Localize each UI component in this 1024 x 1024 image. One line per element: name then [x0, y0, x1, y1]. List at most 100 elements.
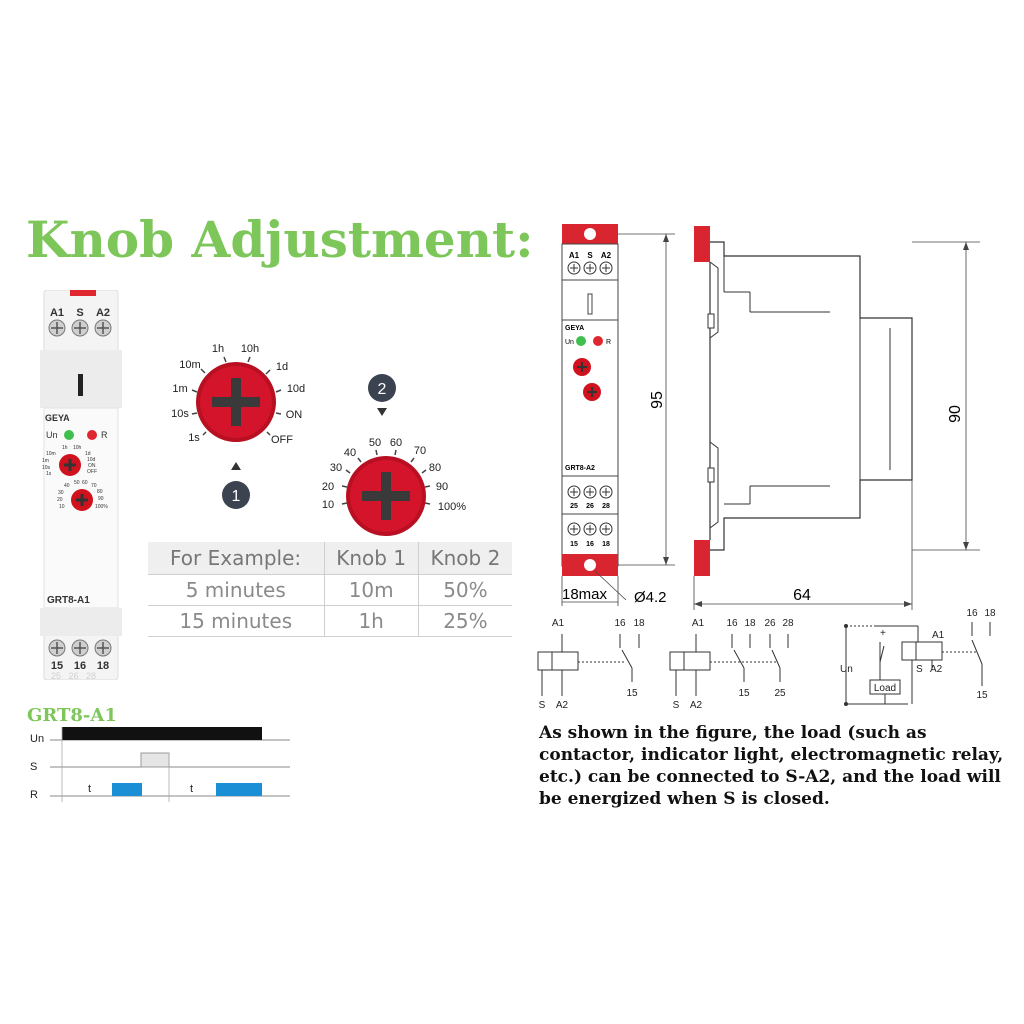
front-top-screws	[567, 261, 613, 275]
svg-text:60: 60	[82, 480, 88, 486]
svg-text:80: 80	[97, 489, 103, 495]
left-knob1	[59, 454, 81, 476]
knob1-label-10m: 10m	[179, 359, 200, 371]
front-terminal-s: S	[587, 251, 593, 260]
svg-text:30: 30	[58, 490, 64, 496]
knob2-illustration: 2 50 60 40 70 30 80 20 90 10 100%	[322, 374, 466, 536]
left-green-led	[64, 430, 74, 440]
knob1-scale-labels: 1h 10h 10m 1d 1m 10d 10s ON 1s OFF	[171, 343, 305, 446]
knob2-label-70: 70	[414, 445, 426, 457]
timing-label-s: S	[30, 761, 37, 773]
timing-t-label: t	[190, 783, 193, 795]
timing-diagram: Un S R t t	[30, 727, 290, 802]
knob1-ticks	[191, 356, 282, 436]
front-green-led	[576, 336, 586, 346]
svg-text:16: 16	[614, 618, 626, 629]
knob2-number-badge	[368, 374, 396, 402]
dimension-depth-64: 64	[793, 587, 811, 604]
left-terminal-a1: A1	[50, 307, 64, 319]
svg-text:15: 15	[738, 688, 750, 699]
svg-text:A2: A2	[556, 700, 569, 711]
example-header-knob2: Knob 2	[418, 542, 512, 575]
front-led-r-label: R	[606, 339, 611, 346]
knob1-label-1h: 1h	[212, 343, 224, 355]
wiring-diagram-3: + Un A1 S A2 16 18 15	[840, 608, 996, 701]
front-knob1	[573, 358, 591, 376]
svg-text:18: 18	[633, 618, 645, 629]
knob2-scale-labels: 50 60 40 70 30 80 20 90 10 100%	[322, 437, 466, 513]
left-terminal-16: 16	[74, 660, 86, 672]
svg-text:70: 70	[91, 483, 97, 489]
svg-text:90: 90	[98, 496, 104, 502]
example-cell: 5 minutes	[148, 574, 325, 606]
svg-text:50: 50	[74, 480, 80, 486]
knob1-label-10s: 10s	[171, 408, 189, 420]
front-terminal-16: 16	[586, 541, 594, 548]
svg-text:A1: A1	[552, 618, 565, 629]
svg-text:26: 26	[764, 618, 776, 629]
left-terminal-18: 18	[97, 660, 109, 672]
knob2-label-10: 10	[322, 499, 334, 511]
dimension-front-view: A1 S A2 GEYA Un R GRT8-A2 25 26 28 15 16…	[561, 224, 675, 606]
example-header-knob1: Knob 1	[324, 542, 419, 575]
timing-r-pulse	[112, 783, 142, 796]
knob2-label-100: 100%	[438, 501, 466, 513]
example-table-header: For Example: Knob 1 Knob 2	[148, 542, 512, 575]
svg-text:15: 15	[976, 690, 988, 701]
left-terminal-15: 15	[51, 660, 63, 672]
dimension-side-view: 90 64	[693, 226, 980, 610]
load-label: Load	[874, 683, 896, 694]
knob2-label-30: 30	[330, 462, 342, 474]
example-cell: 25%	[418, 605, 512, 637]
front-terminal-a1: A1	[569, 251, 580, 260]
left-knob2	[71, 489, 93, 511]
knob1-number-badge	[222, 481, 250, 509]
svg-text:10: 10	[59, 504, 65, 510]
knob2-dial	[346, 456, 426, 536]
svg-text:18: 18	[744, 618, 756, 629]
timing-r-pulse	[216, 783, 262, 796]
front-terminal-25: 25	[570, 503, 578, 510]
svg-text:1m: 1m	[42, 458, 49, 464]
left-terminal-s: S	[76, 307, 83, 319]
left-knob1-scale: 1h 10h 1d 10d ON OFF 1s 10s 1m 10m	[42, 445, 97, 477]
knob2-pointer-arrow	[377, 408, 387, 416]
svg-text:20: 20	[57, 497, 63, 503]
knob1-label-1s: 1s	[188, 432, 200, 444]
table-row: 15 minutes 1h 25%	[148, 605, 512, 637]
svg-text:10m: 10m	[46, 451, 56, 457]
front-terminal-a2: A2	[601, 251, 612, 260]
timing-s-pulse	[140, 752, 170, 768]
timing-label-r: R	[30, 789, 38, 801]
svg-text:28: 28	[782, 618, 794, 629]
left-knob2-scale: 40 50 60 70 80 90 100% 10 20 30	[57, 480, 108, 510]
front-bottom-screws	[567, 522, 613, 536]
svg-text:OFF: OFF	[87, 469, 97, 475]
svg-text:S: S	[916, 664, 923, 675]
svg-text:1h: 1h	[62, 445, 68, 451]
front-terminal-15: 15	[570, 541, 578, 548]
left-led-r-label: R	[101, 430, 108, 440]
example-cell: 10m	[324, 574, 419, 606]
front-model-label: GRT8-A2	[565, 465, 595, 472]
description-text: As shown in the figure, the load (such a…	[539, 723, 1004, 809]
left-bottom-screws	[48, 639, 112, 657]
knob1-label-off: OFF	[271, 434, 293, 446]
svg-text:16: 16	[726, 618, 738, 629]
knob2-label-20: 20	[322, 481, 334, 493]
svg-text:1d: 1d	[85, 451, 91, 457]
svg-text:1s: 1s	[46, 471, 52, 477]
svg-text:10s: 10s	[42, 465, 51, 471]
knob1-label-on: ON	[286, 409, 303, 421]
left-led-un-label: Un	[46, 430, 58, 440]
example-cell: 50%	[418, 574, 512, 606]
svg-text:25: 25	[774, 688, 786, 699]
svg-text:S: S	[539, 700, 546, 711]
svg-text:40: 40	[64, 483, 70, 489]
svg-text:ON: ON	[88, 463, 96, 469]
left-relay-device: A1 S A2 GEYA Un R 1h 10h 1d 10d ON OFF 1…	[40, 290, 122, 680]
front-brand-logo: GEYA	[565, 325, 584, 332]
svg-text:+: +	[880, 628, 886, 639]
svg-text:100%: 100%	[95, 504, 108, 510]
knob2-label-90: 90	[436, 481, 448, 493]
